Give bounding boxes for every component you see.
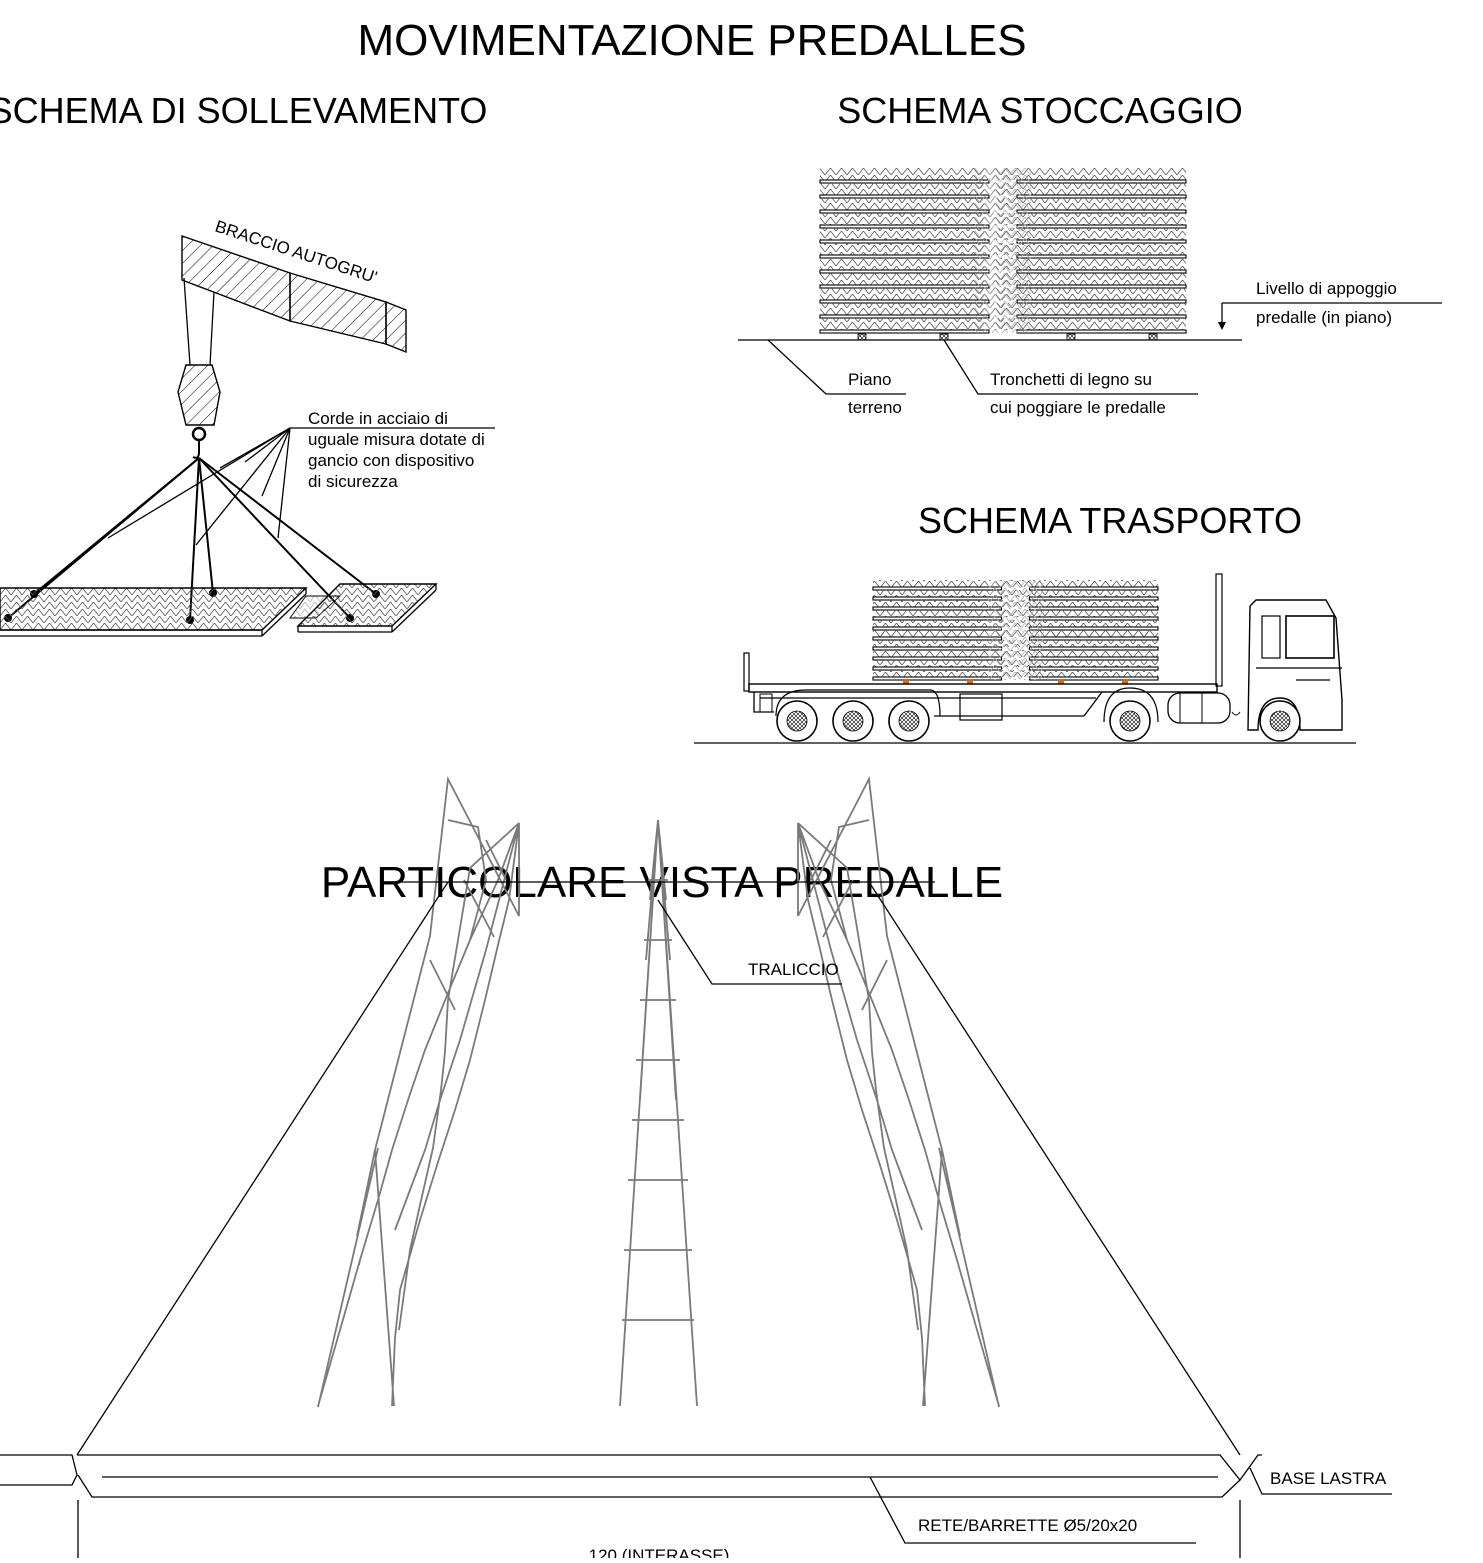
slab-layer [819,224,990,229]
truss-center [619,819,698,1407]
slab-layer [1016,269,1187,274]
mesh-leader [869,1476,1196,1544]
ground-label: terreno [848,398,902,417]
slab-layer [872,606,1003,611]
slab-layer [819,329,990,334]
storage-scheme: Livello di appoggio predalle (in piano) … [738,168,1442,417]
support-level-label: Livello di appoggio [1256,279,1397,298]
truss-label: TRALICCIO [748,960,839,979]
storage-scheme-title: SCHEMA STOCCAGGIO [837,90,1242,131]
slope-line-left [76,881,449,1456]
lifting-scheme-title: SCHEMA DI SOLLEVAMENTO [0,90,487,131]
lifting-scheme: BRACCIO AUTOGRU' [0,217,495,637]
slab-layer [1028,596,1159,601]
slab-layer [1028,626,1159,631]
slab-layer [819,239,990,244]
slab-layer [872,666,1003,671]
slab-layer [1016,329,1187,334]
slab-layer [872,636,1003,641]
slab-layer [1028,606,1159,611]
slab-layer [872,656,1003,661]
hook-tip [192,440,200,459]
predalle-slab [296,583,438,633]
slab-layer [1028,616,1159,621]
slab-layer [1016,299,1187,304]
slab-layer [1016,284,1187,289]
stack-core [987,580,1044,680]
wood-blocks-leader [943,339,1198,395]
truss-right [797,775,1000,1408]
slab-layer [1028,676,1159,681]
slab-layer [872,586,1003,591]
ropes-note-line: gancio con dispositivo [308,451,474,470]
slab-layer [872,646,1003,651]
dimension-line [77,1500,1241,1558]
mesh-label: RETE/BARRETTE Ø5/20x20 [918,1516,1137,1535]
hoist-cable [209,291,215,366]
slab-layer [1016,254,1187,259]
slab-layer [872,626,1003,631]
slab-layer [819,314,990,319]
truss-left [317,775,520,1408]
slab-layer [872,616,1003,621]
slab-layer [872,596,1003,601]
slab-layer [819,209,990,214]
slope-line-right [868,881,1241,1456]
crane-boom: BRACCIO AUTOGRU' [181,217,407,354]
ropes-note: Corde in acciaio di uguale misura dotate… [308,409,485,491]
transport-scheme-title: SCHEMA TRASPORTO [918,500,1302,541]
ropes-note-line: di sicurezza [308,472,398,491]
base-label: BASE LASTRA [1270,1469,1387,1488]
truck-tractor [1103,599,1343,742]
slab-layer [1016,194,1187,199]
hook-icon [191,426,207,442]
base-slab-section [0,1454,1262,1498]
arrow-down-icon [1218,322,1226,330]
slab-layer [1028,656,1159,661]
predalle-stack [872,580,1159,681]
slab-layer [1028,586,1159,591]
stack-core [975,168,1031,333]
slab-layer [1028,636,1159,641]
transport-scheme [694,573,1356,744]
slab-layer [1016,314,1187,319]
slab-layer [1028,646,1159,651]
base-leader [1249,1467,1392,1495]
slab-layer [819,194,990,199]
ropes-note-line: Corde in acciaio di [308,409,448,428]
trailer [743,573,1223,721]
ground-label: Piano [848,370,891,389]
slab-layer [819,299,990,304]
ropes-note-leaders [107,427,495,546]
slab-layer [1016,179,1187,184]
hoist-cable [183,277,191,366]
support-level-label: predalle (in piano) [1256,308,1392,327]
predalle-slab [0,587,308,637]
slab-layer [1016,224,1187,229]
hook-block [177,364,221,426]
ropes-note-line: uguale misura dotate di [308,430,485,449]
wood-blocks-label: Tronchetti di legno su [990,370,1152,389]
dimension-label: 120 (INTERASSE) [589,1546,730,1558]
ground-leader [767,339,906,395]
transport-spacers [903,679,1128,684]
wood-blocks-label: cui poggiare le predalle [990,398,1166,417]
slab-layer [819,269,990,274]
trailer-wheels [776,700,930,742]
main-title: MOVIMENTAZIONE PREDALLES [357,16,1026,65]
slab-layer [819,254,990,259]
slab-layer [819,179,990,184]
predalle-stack [819,168,1187,334]
wood-blocks [857,333,1158,341]
slab-layer [1016,209,1187,214]
slab-layer [1016,239,1187,244]
slab-layer [872,676,1003,681]
slab-layer [1028,666,1159,671]
slab-layer [819,284,990,289]
truss-leader [657,899,842,985]
